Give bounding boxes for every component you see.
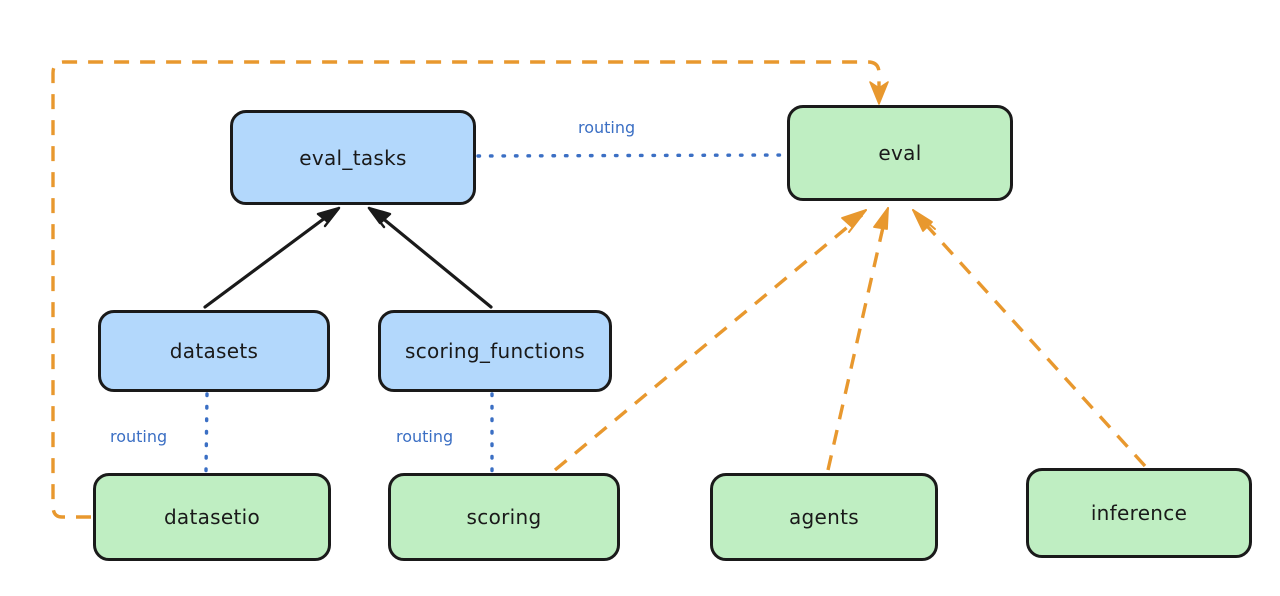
node-label-eval-tasks: eval_tasks [299, 145, 407, 170]
edge-eval-tasks-to-eval [476, 153, 787, 158]
edge-scoring-functions-to-eval-tasks [367, 206, 493, 309]
edge-datasets-to-eval-tasks [203, 206, 341, 309]
edge-datasetio-to-eval [51, 60, 889, 519]
node-datasets[interactable]: datasets [98, 310, 330, 392]
edge-scoring-to-eval [553, 209, 867, 472]
node-label-eval: eval [878, 141, 922, 165]
node-scoring-functions[interactable]: scoring_functions [378, 310, 612, 392]
node-datasetio[interactable]: datasetio [93, 473, 331, 561]
node-label-datasetio: datasetio [163, 505, 261, 529]
node-eval-tasks[interactable]: eval_tasks [230, 110, 476, 205]
node-label-inference: inference [1090, 501, 1188, 525]
edge-label-routing-scoring-functions: routing [396, 427, 454, 446]
node-label-scoring-functions: scoring_functions [404, 339, 586, 363]
node-label-datasets: datasets [169, 339, 259, 363]
node-agents[interactable]: agents [710, 473, 938, 561]
edge-label-routing-datasets: routing [110, 427, 168, 446]
edge-label-routing-eval-tasks: routing [578, 118, 636, 137]
node-label-scoring: scoring [466, 505, 542, 529]
edge-datasets-to-datasetio [204, 392, 209, 473]
node-scoring[interactable]: scoring [388, 473, 620, 561]
node-label-agents: agents [789, 505, 859, 529]
node-eval[interactable]: eval [787, 105, 1013, 201]
edge-agents-to-eval [826, 207, 889, 471]
node-inference[interactable]: inference [1026, 468, 1252, 558]
edge-inference-to-eval [912, 209, 1147, 468]
